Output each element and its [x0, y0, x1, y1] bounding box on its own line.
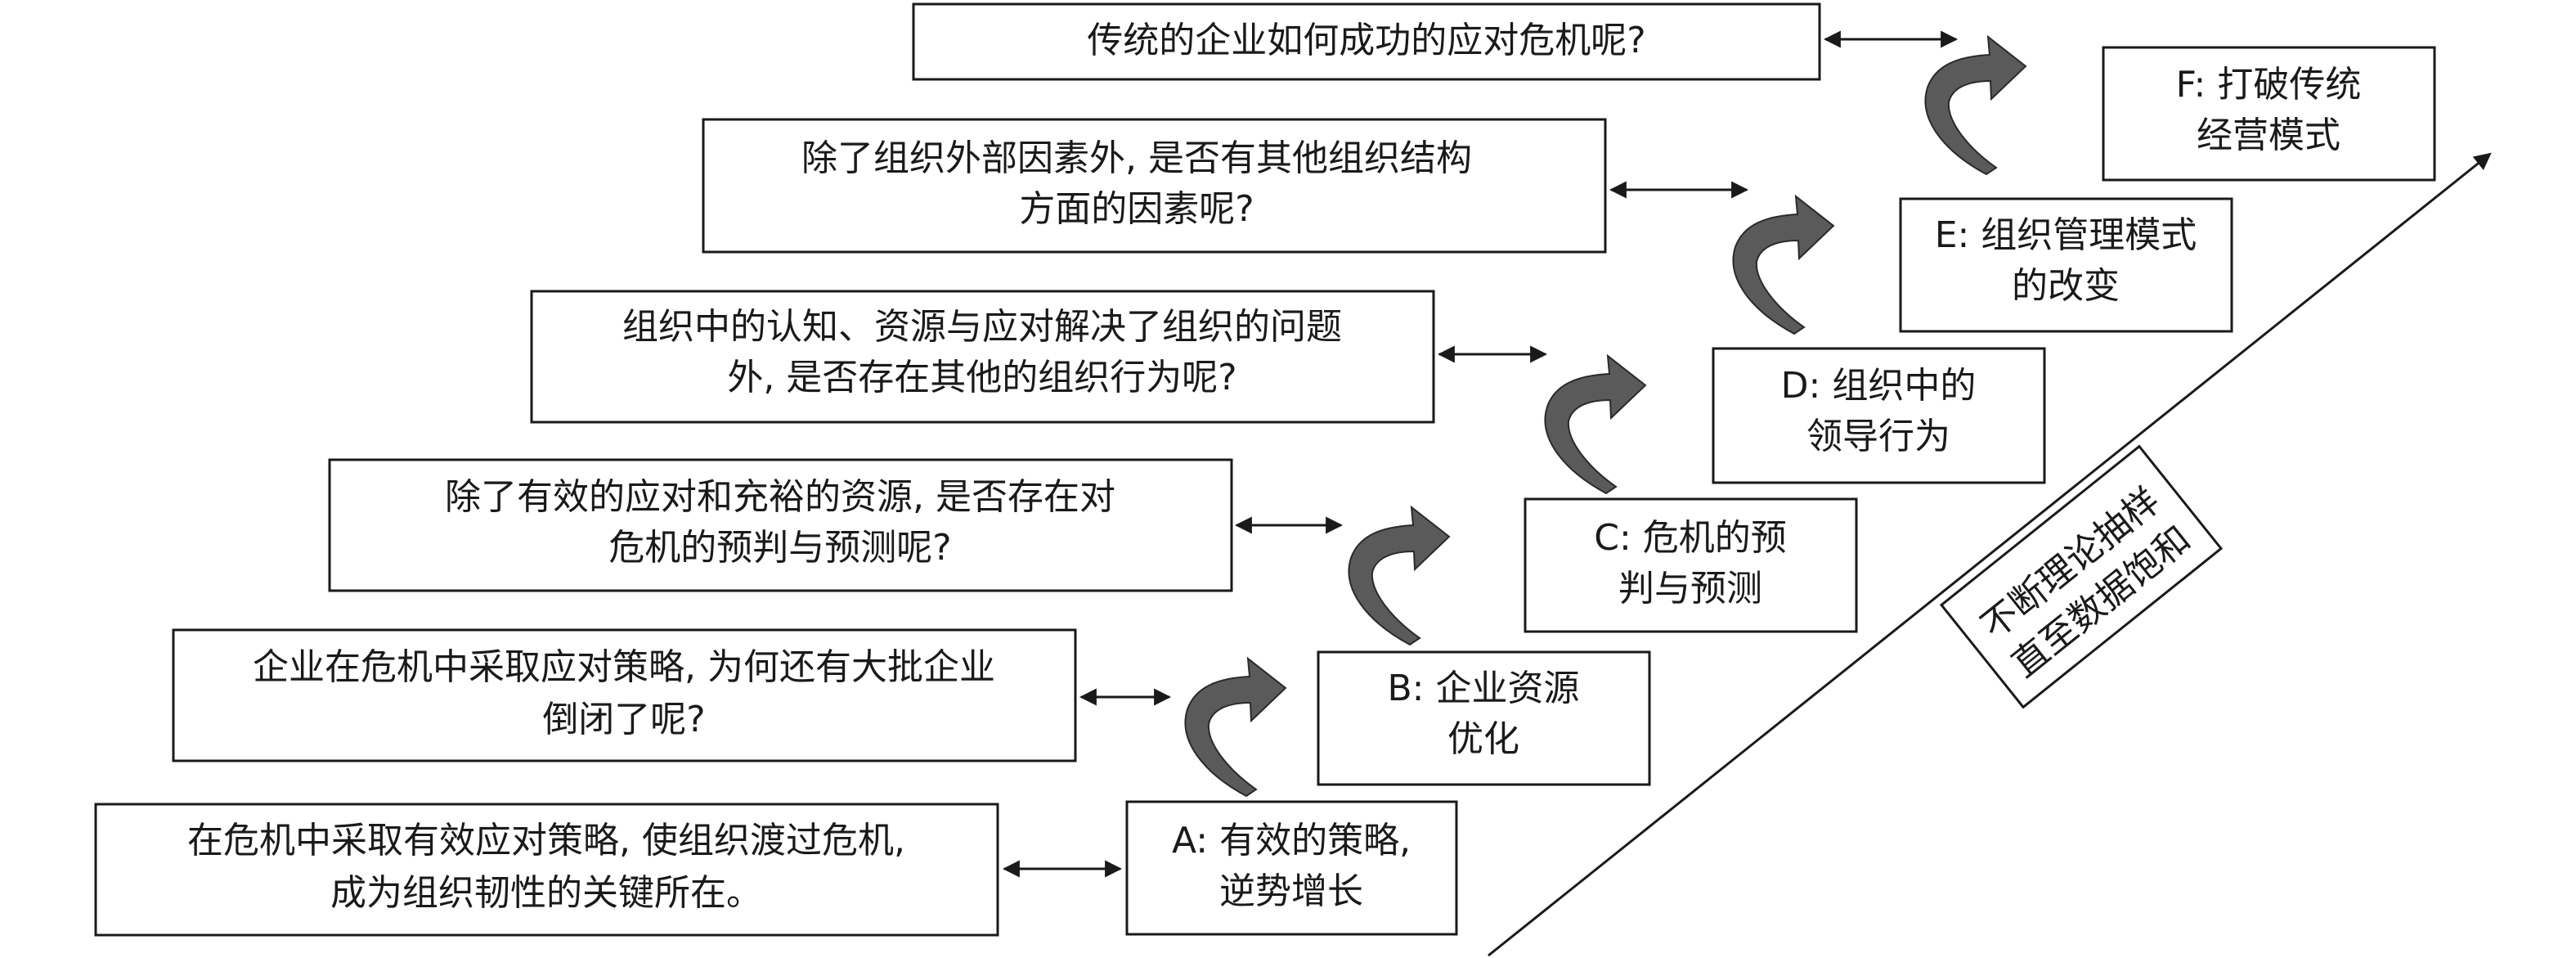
curve-arrow-C-D: [1544, 353, 1647, 495]
curved-transition-arrows: [1184, 34, 2027, 798]
diagonal-label-box: [1939, 444, 2224, 709]
question-q1-line-2: 成为组织韧性的关键所在。: [330, 872, 762, 914]
diagonal-progress-arrow: [1488, 152, 2492, 957]
question-q2-line-2: 倒闭了呢?: [542, 699, 705, 740]
diagonal-label: 不断理论抽样 直至数据饱和: [1939, 444, 2224, 709]
stage-C-line-1: C: 危机的预: [1594, 517, 1787, 559]
question-q5-line-2: 方面的因素呢?: [1019, 188, 1254, 230]
question-box-q5: 除了组织外部因素外, 是否有其他组织结构 方面的因素呢?: [702, 118, 1607, 254]
stage-box-E: E: 组织管理模式 的改变: [1899, 197, 2233, 333]
stage-box-A: A: 有效的策略, 逆势增长: [1125, 800, 1458, 936]
stage-B-line-1: B: 企业资源: [1388, 668, 1580, 709]
stage-box-D: D: 组织中的 领导行为: [1712, 347, 2046, 484]
question-q3-line-2: 危机的预判与预测呢?: [608, 527, 951, 569]
question-box-q1: 在危机中采取有效应对策略, 使组织渡过危机, 成为组织韧性的关键所在。: [94, 803, 999, 937]
stage-C-line-2: 判与预测: [1618, 568, 1762, 609]
stage-E-line-1: E: 组织管理模式: [1935, 214, 2197, 256]
curve-arrow-B-C: [1348, 505, 1451, 646]
stage-D-line-1: D: 组织中的: [1781, 365, 1977, 407]
question-q5-line-1: 除了组织外部因素外, 是否有其他组织结构: [801, 137, 1472, 179]
question-box-q2: 企业在危机中采取应对策略, 为何还有大批企业 倒闭了呢?: [172, 628, 1077, 762]
question-box-q4: 组织中的认知、资源与应对解决了组织的问题 外, 是否存在其他的组织行为呢?: [530, 290, 1435, 424]
question-q6-line-1: 传统的企业如何成功的应对危机呢?: [1087, 20, 1645, 61]
stage-A-line-2: 逆势增长: [1219, 870, 1363, 912]
stage-A-line-1: A: 有效的策略,: [1172, 820, 1411, 861]
stage-box-B: B: 企业资源 优化: [1317, 650, 1651, 786]
question-q2-line-1: 企业在危机中采取应对策略, 为何还有大批企业: [253, 646, 995, 688]
stage-F-line-2: 经营模式: [2197, 115, 2340, 156]
stage-E-line-2: 的改变: [2012, 265, 2120, 307]
question-box-q6: 传统的企业如何成功的应对危机呢?: [912, 2, 1821, 81]
question-box-q3: 除了有效的应对和充裕的资源, 是否存在对 危机的预判与预测呢?: [328, 458, 1233, 592]
stage-B-line-2: 优化: [1447, 718, 1519, 760]
stage-box-C: C: 危机的预 判与预测: [1524, 497, 1858, 633]
curve-arrow-E-F: [1924, 34, 2027, 176]
question-q4-line-1: 组织中的认知、资源与应对解决了组织的问题: [622, 306, 1342, 348]
curve-arrow-D-E: [1732, 194, 1835, 335]
stage-D-line-2: 领导行为: [1806, 416, 1950, 457]
question-q3-line-1: 除了有效的应对和充裕的资源, 是否存在对: [445, 476, 1115, 518]
curve-arrow-A-B: [1184, 656, 1287, 798]
stage-box-F: F: 打破传统 经营模式: [2102, 46, 2436, 182]
stage-F-line-1: F: 打破传统: [2176, 64, 2362, 106]
question-q4-line-2: 外, 是否存在其他的组织行为呢?: [727, 357, 1236, 398]
question-q1-line-1: 在危机中采取有效应对策略, 使组织渡过危机,: [187, 820, 905, 861]
